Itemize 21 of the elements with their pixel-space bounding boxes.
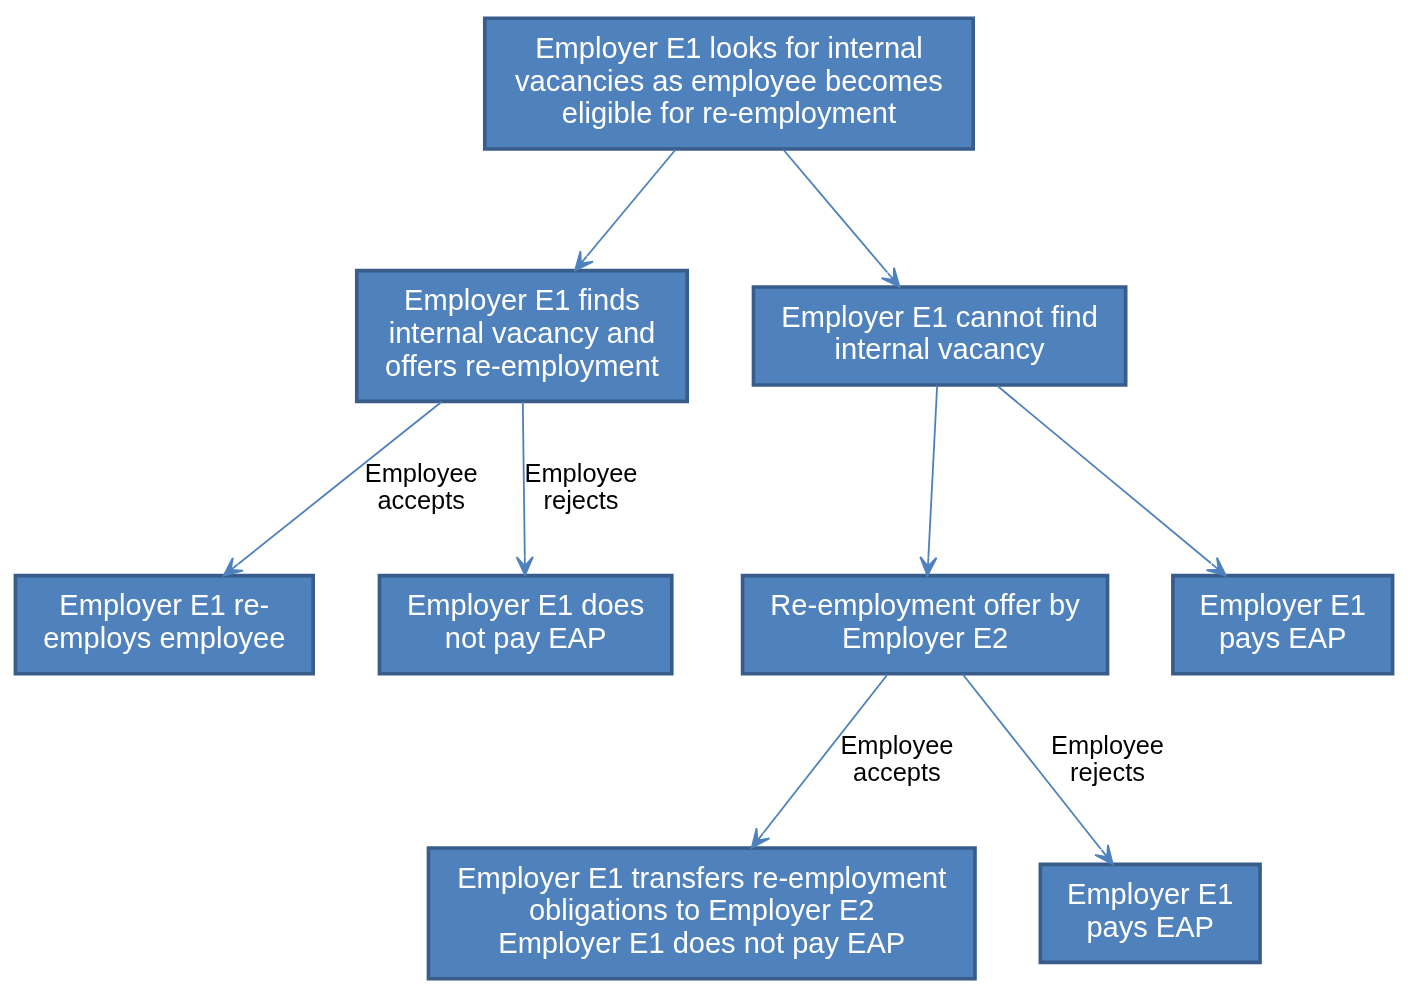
arrow (961, 673, 1114, 866)
edge-label: Employee rejects (524, 458, 638, 514)
arrow (996, 384, 1227, 577)
node-box: Employer E1 pays EAP (1171, 573, 1395, 676)
arrow (574, 148, 677, 272)
node-box: Employer E1 pays EAP (1038, 862, 1262, 965)
arrow (919, 384, 939, 577)
arrow (750, 673, 889, 849)
node-box: Employer E1 transfers re-employment obligations to Employer E2 Employer E1 does not pay EAP (426, 846, 977, 981)
arrow (222, 400, 443, 577)
arrow (515, 400, 534, 576)
edge-label: Employee accepts (840, 730, 954, 787)
node-box: Employer E1 finds internal vacancy and offers re-employment (354, 268, 690, 404)
node-box: Employer E1 looks for internal vacancies as employee becomes eligible for re-employment (482, 16, 975, 151)
edge-label: Employee accepts (364, 458, 478, 514)
node-box: Employer E1 does not pay EAP (377, 573, 674, 676)
node-box: Employer E1 re-employs employee (13, 573, 315, 676)
edge-label: Employee rejects (1051, 730, 1165, 787)
node-box: Re-employment offer by Employer E2 (740, 573, 1110, 676)
arrow (782, 148, 901, 288)
node-box: Employer E1 cannot find internal vacancy (751, 285, 1128, 387)
